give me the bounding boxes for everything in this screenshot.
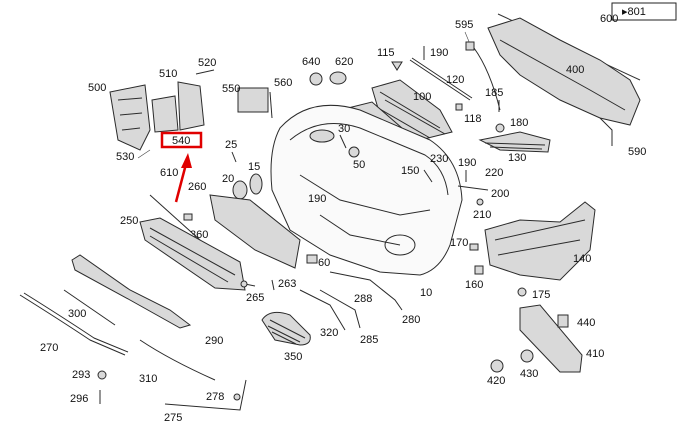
label-150: 150 bbox=[401, 165, 419, 177]
highlight-box-540 bbox=[160, 131, 203, 149]
label-410: 410 bbox=[586, 348, 604, 360]
label-540: 540 bbox=[172, 135, 190, 147]
label-263: 263 bbox=[278, 278, 296, 290]
label-175: 175 bbox=[532, 289, 550, 301]
lower-grille-250 bbox=[139, 217, 246, 291]
label-520: 520 bbox=[198, 57, 216, 69]
trim-285 bbox=[319, 289, 361, 329]
trim-320 bbox=[299, 289, 346, 331]
bracket-510 bbox=[151, 81, 205, 133]
label-25: 25 bbox=[225, 139, 237, 151]
label-600: 600 bbox=[600, 13, 618, 25]
strip-270 bbox=[19, 294, 126, 356]
label-190a: 190 bbox=[430, 47, 448, 59]
bumper-carrier-600 bbox=[487, 13, 641, 146]
label-610: 610 bbox=[160, 167, 178, 179]
trim-290 bbox=[71, 254, 192, 329]
label-250: 250 bbox=[120, 215, 138, 227]
label-595: 595 bbox=[455, 19, 473, 31]
label-265: 265 bbox=[246, 292, 264, 304]
strip-275 bbox=[164, 379, 247, 411]
side-bracket-140 bbox=[484, 201, 596, 281]
label-400: 400 bbox=[566, 64, 584, 76]
label-320: 320 bbox=[320, 327, 338, 339]
label-10: 10 bbox=[420, 287, 432, 299]
label-60: 60 bbox=[318, 257, 330, 269]
label-280: 280 bbox=[402, 314, 420, 326]
label-115: 115 bbox=[377, 47, 395, 59]
reference-box bbox=[611, 2, 677, 21]
label-293: 293 bbox=[72, 369, 90, 381]
bumper-cover-10 bbox=[270, 104, 463, 276]
label-440: 440 bbox=[577, 317, 595, 329]
label-30: 30 bbox=[338, 123, 350, 135]
module-550 bbox=[237, 87, 269, 113]
label-510: 510 bbox=[159, 68, 177, 80]
label-230: 230 bbox=[430, 153, 448, 165]
bracket-500 bbox=[109, 84, 151, 151]
strip-280 bbox=[329, 271, 403, 311]
label-278: 278 bbox=[206, 391, 224, 403]
strip-310 bbox=[139, 339, 216, 381]
label-200: 200 bbox=[491, 188, 509, 200]
label-530: 530 bbox=[116, 151, 134, 163]
clip-440 bbox=[557, 314, 569, 328]
label-50: 50 bbox=[353, 159, 365, 171]
label-430: 430 bbox=[520, 368, 538, 380]
screw-420 bbox=[490, 359, 504, 373]
reference-label: ▸801 bbox=[622, 6, 646, 18]
label-160: 160 bbox=[465, 279, 483, 291]
label-190b: 190 bbox=[308, 193, 326, 205]
label-120: 120 bbox=[446, 74, 464, 86]
label-620: 620 bbox=[335, 56, 353, 68]
plate-410 bbox=[519, 304, 583, 373]
emblem-disc bbox=[309, 129, 335, 143]
fog-lamp-15 bbox=[249, 173, 263, 195]
label-500: 500 bbox=[88, 82, 106, 94]
screw-430 bbox=[520, 349, 534, 363]
label-190c: 190 bbox=[458, 157, 476, 169]
label-310: 310 bbox=[139, 373, 157, 385]
label-170: 170 bbox=[450, 237, 468, 249]
label-210: 210 bbox=[473, 209, 491, 221]
sensor-620 bbox=[329, 71, 347, 85]
label-118: 118 bbox=[464, 113, 482, 125]
sensor-640 bbox=[309, 72, 323, 86]
label-550: 550 bbox=[222, 83, 240, 95]
label-130: 130 bbox=[508, 152, 526, 164]
trim-strip-120 bbox=[409, 57, 473, 101]
highlight-arrow bbox=[174, 163, 188, 203]
label-290: 290 bbox=[205, 335, 223, 347]
label-100: 100 bbox=[413, 91, 431, 103]
label-288: 288 bbox=[354, 293, 372, 305]
label-270: 270 bbox=[40, 342, 58, 354]
label-220: 220 bbox=[485, 167, 503, 179]
label-300: 300 bbox=[68, 308, 86, 320]
label-20: 20 bbox=[222, 173, 234, 185]
grille-350 bbox=[261, 311, 311, 346]
label-15: 15 bbox=[248, 161, 260, 173]
label-420: 420 bbox=[487, 375, 505, 387]
label-640: 640 bbox=[302, 56, 320, 68]
highlight-arrow-head bbox=[181, 153, 192, 168]
label-560: 560 bbox=[274, 77, 292, 89]
label-260: 260 bbox=[188, 181, 206, 193]
label-296: 296 bbox=[70, 393, 88, 405]
strip-300 bbox=[63, 289, 116, 326]
label-285: 285 bbox=[360, 334, 378, 346]
label-275: 275 bbox=[164, 412, 182, 424]
label-350: 350 bbox=[284, 351, 302, 363]
label-180: 180 bbox=[510, 117, 528, 129]
lower-cover bbox=[209, 194, 301, 269]
label-140: 140 bbox=[573, 253, 591, 265]
label-185: 185 bbox=[485, 87, 503, 99]
bracket-20 bbox=[232, 180, 248, 200]
label-590: 590 bbox=[628, 146, 646, 158]
